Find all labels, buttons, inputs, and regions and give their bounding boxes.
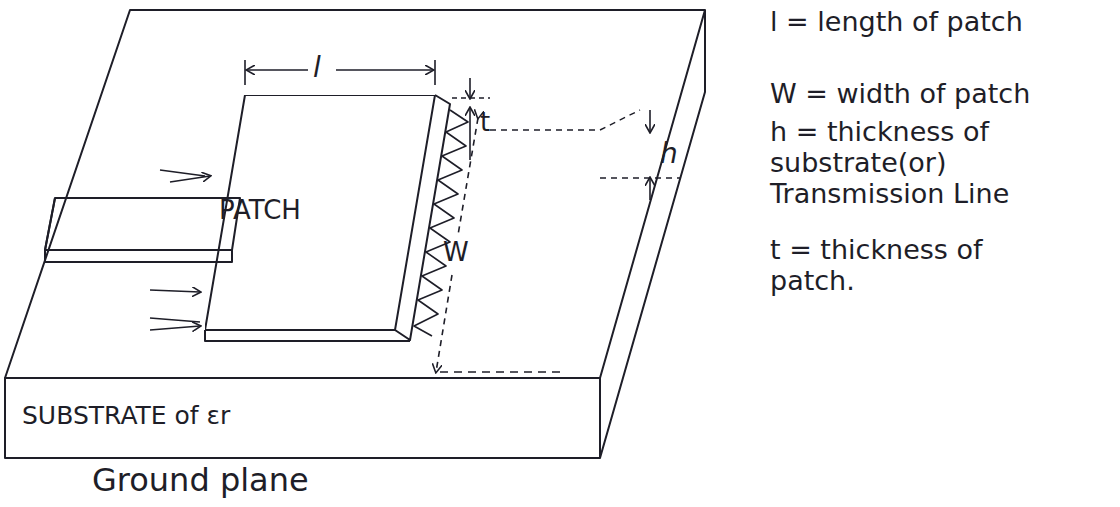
field-arrow [150, 290, 200, 292]
feed-line-edge [45, 250, 232, 262]
dimension-tick [245, 60, 435, 85]
substrate-top [5, 10, 705, 378]
dimension-label: l [313, 52, 321, 84]
dimension-arrow [336, 69, 433, 71]
dimension-arrow [649, 110, 651, 132]
dimension-label: h [660, 138, 678, 170]
legend-note: W = width of patch [770, 78, 1110, 109]
dimension-arrow [247, 69, 308, 71]
extension-line [600, 177, 680, 178]
legend-note: h = thickness of substrate(or) Transmiss… [770, 116, 1090, 209]
patch-label: PATCH [219, 195, 301, 225]
patch-thickness-front [205, 330, 410, 341]
substrate-side [600, 10, 705, 458]
field-arrow [150, 318, 200, 330]
feed-line-end [45, 198, 55, 250]
ground-plane-label: Ground plane [92, 462, 309, 499]
extension-line [452, 97, 490, 98]
dimension-label: W [443, 238, 469, 268]
substrate-label: SUBSTRATE of εr [22, 402, 230, 431]
extension-line [490, 110, 640, 130]
field-arrow [160, 170, 210, 182]
legend-note: l = length of patch [770, 6, 1100, 37]
extension-line [440, 371, 560, 372]
patch-shape: PATCH [205, 95, 437, 331]
substrate-front [5, 378, 600, 458]
dimension-line [458, 118, 478, 235]
dimension-line [436, 275, 452, 372]
legend-note: t = thickness of patch. [770, 234, 1060, 296]
dimension-arrow [469, 78, 471, 98]
feed-line [45, 198, 240, 250]
dimension-arrow [469, 108, 471, 160]
fringing-field [414, 110, 468, 336]
dimension-arrow [649, 178, 651, 200]
dimension-label: t [480, 108, 490, 138]
